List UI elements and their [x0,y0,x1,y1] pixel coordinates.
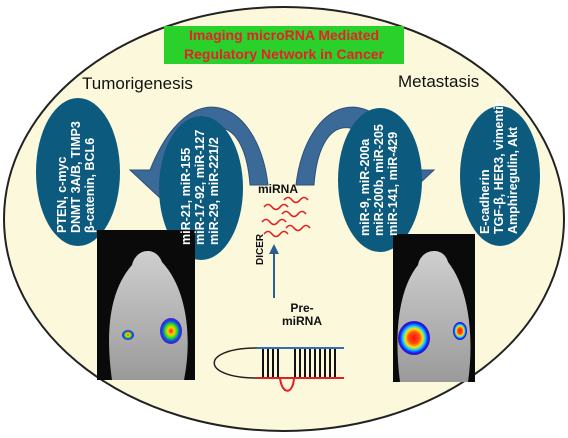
right-targets-label: E-cadherin TGF-β, HER3, vimentin Amphire… [478,98,524,234]
left-target-3: β-catenin, BCL6 [83,137,97,233]
title-line-2: Regulatory Network in Cancer [184,46,384,62]
pre-mirna-label-line-1: Pre- [290,301,314,315]
left-target-1: PTEN, c-myc [55,156,69,233]
right-mirna-1: miR-9, miR-200a [358,138,372,236]
right-target-1: E-cadherin [478,169,492,234]
right-target-2: TGF-β, HER3, vimentin [492,98,506,234]
right-mirna-3: miR-141, miR-429 [386,131,400,236]
oval-left-targets [36,98,120,246]
left-target-2: DNMT 3A/B, TIMP3 [69,121,83,233]
pre-mirna-label-line-2: miRNA [282,314,323,328]
left-mirna-2: miR-17-92, miR-127 [193,129,207,245]
left-targets-label: PTEN, c-myc DNMT 3A/B, TIMP3 β-catenin, … [55,113,101,233]
dicer-arrow [269,244,279,298]
pre-mirna-label: Pre- miRNA [282,302,322,328]
oval-right-mirnas [338,108,422,252]
left-mirna-1: miR-21, miR-155 [179,147,193,245]
pre-mirna-hairpin [213,347,344,392]
left-mirna-3: miR-29, miR-221/2 [207,137,221,245]
left-mirnas-label: miR-21, miR-155 miR-17-92, miR-127 miR-2… [179,129,225,245]
heading-metastasis: Metastasis [398,72,480,91]
heading-tumorigenesis: Tumorigenesis [82,74,193,93]
dicer-label: DICER [255,233,266,265]
oval-left-mirnas [159,116,243,260]
mouse-image-left [97,230,195,380]
mirna-squiggles [261,196,311,238]
right-target-3: Amphiregulin, Akt [506,126,520,234]
mirna-label: miRNA [258,182,299,196]
right-mirnas-label: miR-9, miR-200a miR-200b, miR-205 miR-14… [358,124,404,236]
title-box: Imaging microRNA Mediated Regulatory Net… [164,26,404,64]
oval-right-targets [460,106,540,246]
mouse-image-right [393,234,475,382]
right-mirna-2: miR-200b, miR-205 [372,124,386,236]
title-line-1: Imaging microRNA Mediated [188,27,380,43]
